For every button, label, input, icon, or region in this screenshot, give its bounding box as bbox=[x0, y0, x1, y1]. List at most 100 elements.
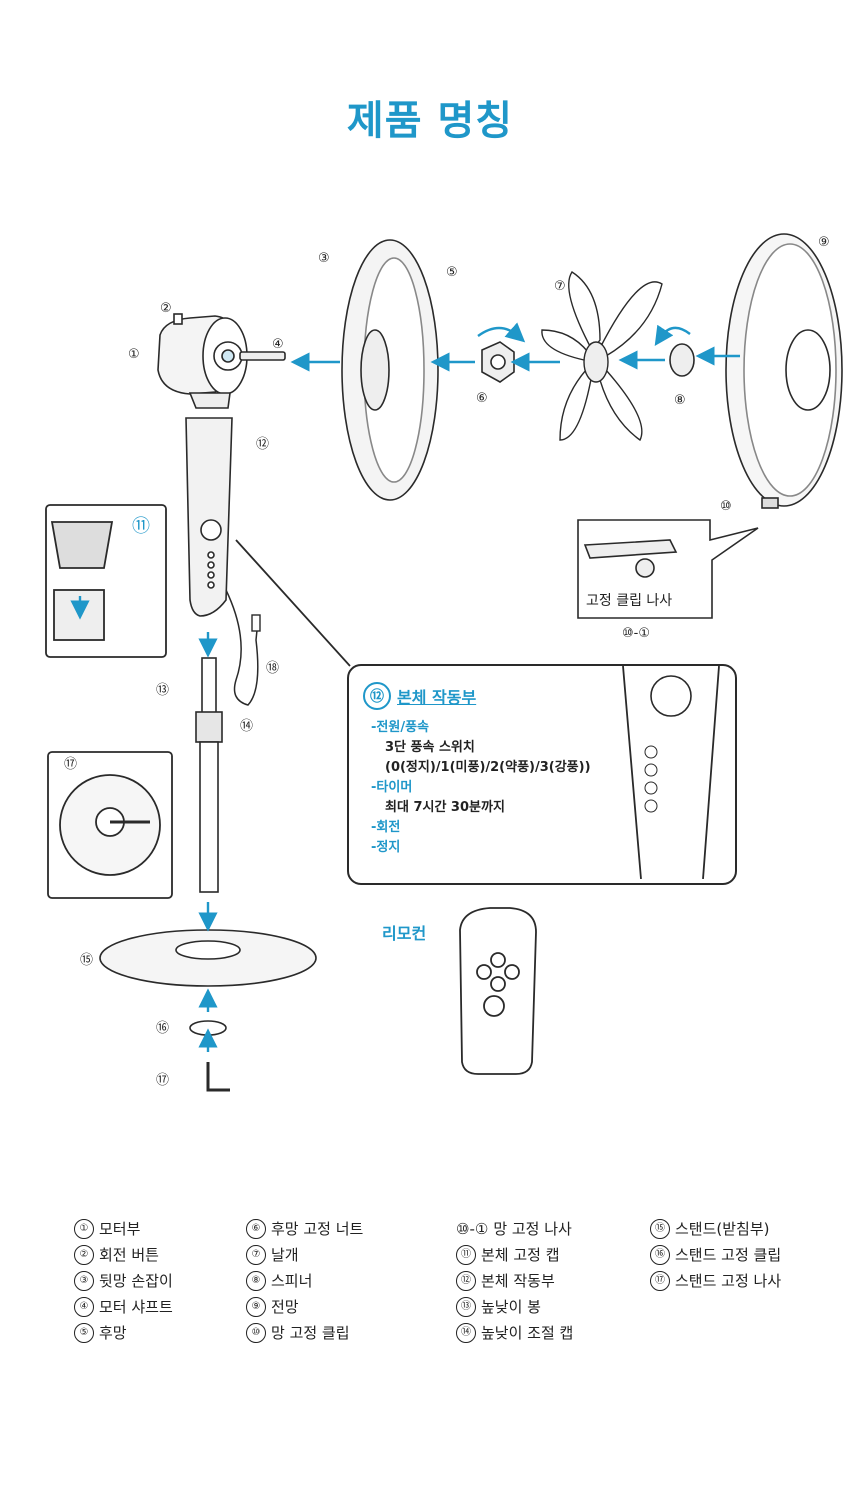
legend-item: ② 회전 버튼 bbox=[74, 1242, 173, 1268]
label-18: ⑱ bbox=[266, 661, 279, 676]
inset-stand-screw bbox=[47, 751, 173, 899]
callout-item-power: -전원/풍속 bbox=[371, 720, 429, 735]
legend-text: 높낮이 봉 bbox=[481, 1298, 541, 1316]
callout-item-stop: -정지 bbox=[371, 840, 401, 855]
label-5: ⑤ bbox=[446, 265, 458, 280]
front-guard bbox=[725, 233, 843, 509]
legend-num: ⑭ bbox=[456, 1323, 476, 1343]
legend-item: ⑭ 높낮이 조절 캡 bbox=[456, 1320, 573, 1346]
legend-item: ⑦ 날개 bbox=[246, 1242, 363, 1268]
legend-item: ⑤ 후망 bbox=[74, 1320, 173, 1346]
legend-item: ⑧ 스피너 bbox=[246, 1268, 363, 1294]
legend-item: ⑮ 스탠드(받침부) bbox=[650, 1216, 781, 1242]
label-9: ⑨ bbox=[818, 235, 830, 250]
label-17: ⑰ bbox=[156, 1073, 169, 1088]
legend-text: 날개 bbox=[271, 1246, 299, 1264]
legend-text: 후망 bbox=[99, 1324, 127, 1342]
legend-text: 모터 샤프트 bbox=[99, 1298, 173, 1316]
legend-num: ⑪ bbox=[456, 1245, 476, 1265]
legend-num: ⑫ bbox=[456, 1271, 476, 1291]
label-1: ① bbox=[128, 347, 140, 362]
legend-text: 스탠드 고정 나사 bbox=[675, 1272, 782, 1290]
legend-item: ⑬ 높낮이 봉 bbox=[456, 1294, 573, 1320]
legend-text: 스탠드 고정 클립 bbox=[675, 1246, 782, 1264]
legend-text: 본체 고정 캡 bbox=[481, 1246, 560, 1264]
legend-item: ⑫ 본체 작동부 bbox=[456, 1268, 573, 1294]
label-14: ⑭ bbox=[240, 719, 253, 734]
body-panel-illustration bbox=[622, 666, 720, 879]
page-title: 제품 명칭 bbox=[346, 98, 514, 144]
legend-num: ⑩ bbox=[246, 1323, 266, 1343]
label-8: ⑧ bbox=[674, 393, 686, 408]
label-17-inset: ⑰ bbox=[64, 757, 77, 772]
legend-text: 모터부 bbox=[99, 1220, 141, 1238]
assembly-arrows bbox=[70, 322, 740, 1052]
callout-number: ⑫ bbox=[363, 682, 391, 710]
legend-item: ⑪ 본체 고정 캡 bbox=[456, 1242, 573, 1268]
legend-num: ⑬ bbox=[456, 1297, 476, 1317]
label-4: ④ bbox=[272, 337, 284, 352]
legend-text: 높낮이 조절 캡 bbox=[481, 1324, 574, 1342]
legend-text: 스탠드(받침부) bbox=[675, 1220, 770, 1238]
legend-text: 본체 작동부 bbox=[481, 1272, 555, 1290]
legend-item: ⑨ 전망 bbox=[246, 1294, 363, 1320]
label-2: ② bbox=[160, 301, 172, 316]
legend-num: ⑮ bbox=[650, 1219, 670, 1239]
legend-item: ⑩ 망 고정 클립 bbox=[246, 1320, 363, 1346]
fan-blade bbox=[541, 271, 663, 442]
remote-label: 리모컨 bbox=[382, 924, 427, 943]
clip-screw-label: 고정 클립 나사 bbox=[586, 593, 673, 609]
legend-text: 후망 고정 너트 bbox=[271, 1220, 364, 1238]
legend-num: ⑦ bbox=[246, 1245, 266, 1265]
legend-num: ⑨ bbox=[246, 1297, 266, 1317]
legend-item: ⑰ 스탠드 고정 나사 bbox=[650, 1268, 781, 1294]
motor-unit bbox=[157, 313, 286, 409]
label-10: ⑩ bbox=[720, 499, 732, 514]
label-7: ⑦ bbox=[554, 279, 566, 294]
part-number-labels: ① ② ③ ④ ⑤ ⑥ ⑦ ⑧ ⑨ ⑩ ⑪ ⑫ ⑬ ⑭ ⑮ ⑯ ⑰ ⑱ ⑰ bbox=[64, 235, 830, 1088]
legend-text: 회전 버튼 bbox=[99, 1246, 159, 1264]
legend-item: ⑥ 후망 고정 너트 bbox=[246, 1216, 363, 1242]
label-3: ③ bbox=[318, 251, 330, 266]
label-12: ⑫ bbox=[256, 437, 269, 452]
legend-text: 뒷망 손잡이 bbox=[99, 1272, 173, 1290]
legend-num: ② bbox=[74, 1245, 94, 1265]
callout-item-power-line2: (0(정지)/1(미풍)/2(약풍)/3(강풍)) bbox=[385, 760, 591, 775]
label-11: ⑪ bbox=[132, 516, 150, 537]
legend-text: 망 고정 나사 bbox=[493, 1220, 572, 1238]
label-16: ⑯ bbox=[156, 1021, 169, 1036]
legend-num: ⑩-① bbox=[456, 1220, 489, 1238]
spinner bbox=[669, 343, 695, 377]
callout-item-timer-line1: 최대 7시간 30분까지 bbox=[385, 800, 505, 815]
legend-num: ⑰ bbox=[650, 1271, 670, 1291]
label-6: ⑥ bbox=[476, 391, 488, 406]
legend-col-2: ⑥ 후망 고정 너트 ⑦ 날개 ⑧ 스피너 ⑨ 전망 ⑩ 망 고정 클립 bbox=[246, 1216, 363, 1346]
clip-screw-number: ⑩-① bbox=[622, 626, 650, 641]
legend-num: ⑧ bbox=[246, 1271, 266, 1291]
legend-num: ⑯ bbox=[650, 1245, 670, 1265]
legend-num: ③ bbox=[74, 1271, 94, 1291]
legend-text: 전망 bbox=[271, 1298, 299, 1316]
legend-num: ⑥ bbox=[246, 1219, 266, 1239]
label-13: ⑬ bbox=[156, 683, 169, 698]
body-column bbox=[185, 417, 233, 617]
legend-num: ⑤ bbox=[74, 1323, 94, 1343]
rear-guard bbox=[341, 239, 439, 501]
clip-inset bbox=[577, 519, 759, 619]
legend-col-4: ⑮ 스탠드(받침부) ⑯ 스탠드 고정 클립 ⑰ 스탠드 고정 나사 bbox=[650, 1216, 781, 1294]
rear-nut bbox=[481, 341, 515, 383]
label-15: ⑮ bbox=[80, 953, 93, 968]
remote-control bbox=[459, 907, 537, 1075]
legend-item: ⑯ 스탠드 고정 클립 bbox=[650, 1242, 781, 1268]
callout-item-rotate: -회전 bbox=[371, 820, 401, 835]
height-rod bbox=[195, 657, 223, 893]
legend-text: 망 고정 클립 bbox=[271, 1324, 350, 1342]
callout-item-timer: -타이머 bbox=[371, 780, 413, 795]
legend-text: 스피너 bbox=[271, 1272, 313, 1290]
callout-item-power-line1: 3단 풍속 스위치 bbox=[385, 740, 475, 755]
